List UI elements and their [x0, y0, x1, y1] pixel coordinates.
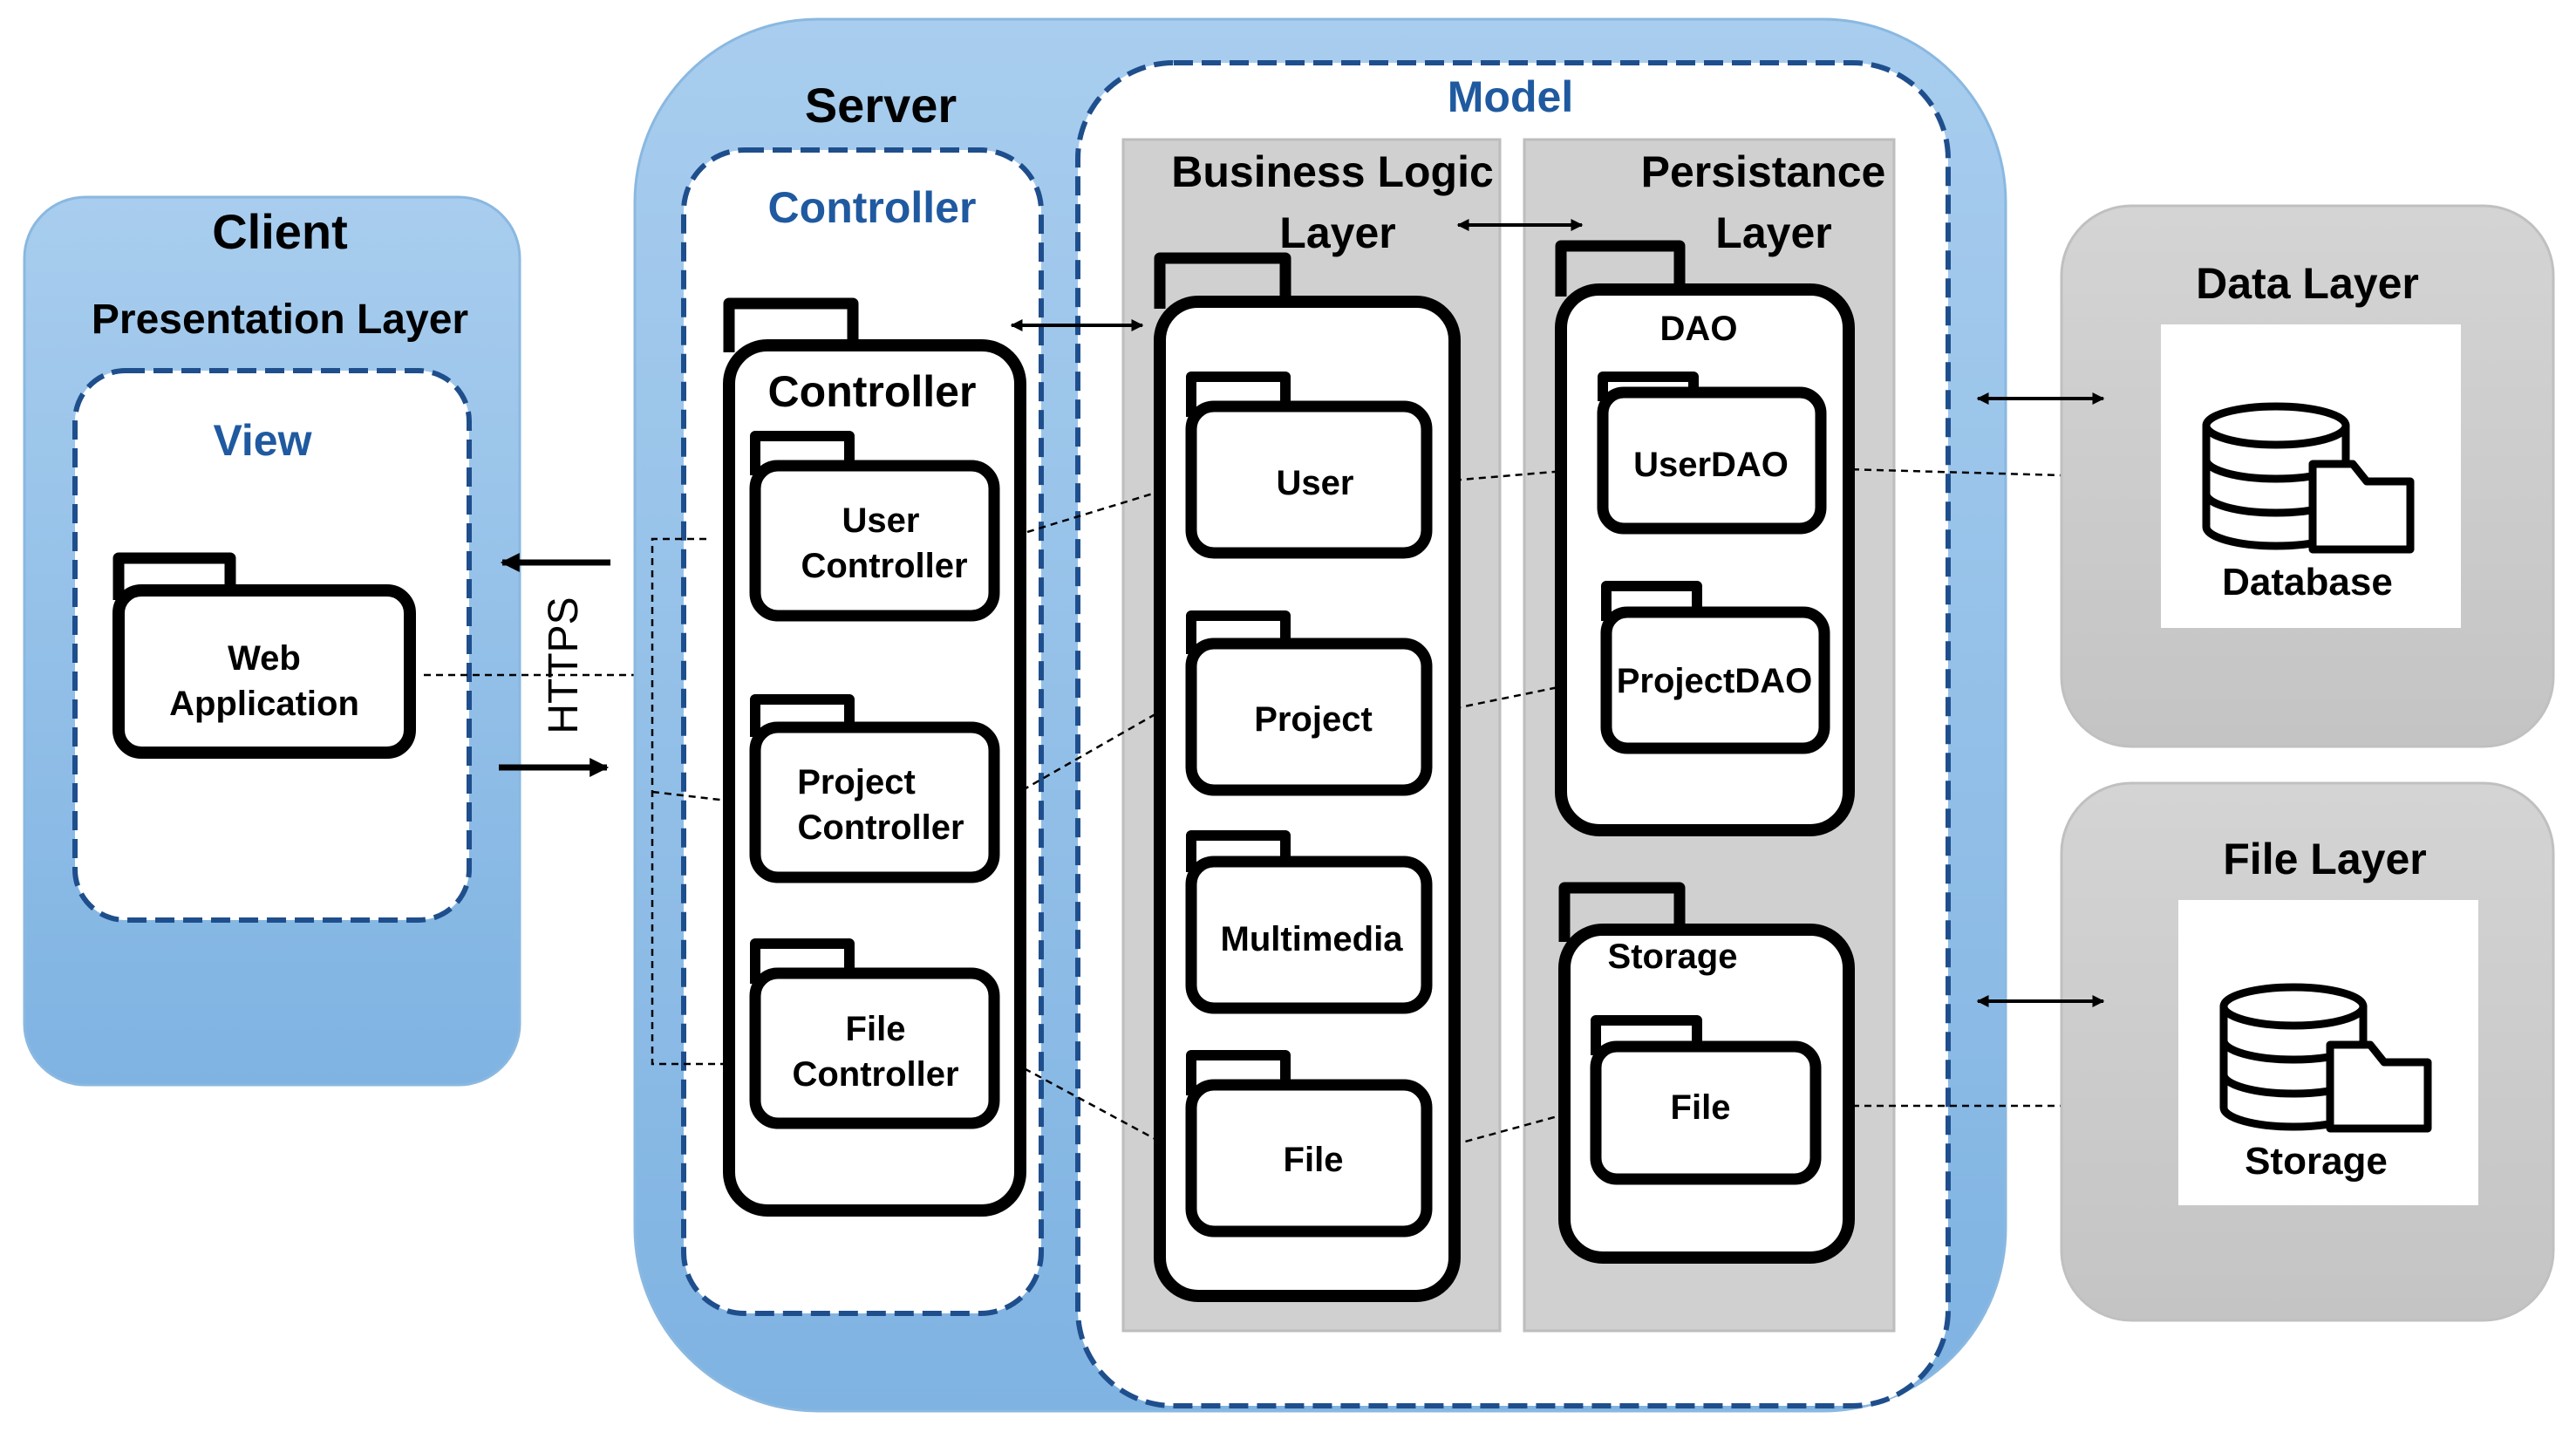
bl-file-package: File: [1185, 1050, 1433, 1238]
storage-file-label: File: [1671, 1088, 1731, 1127]
project-dao-label: ProjectDAO: [1617, 662, 1813, 700]
https-connection: HTTPS: [424, 553, 664, 777]
database-icon: [2202, 402, 2415, 554]
bl-multimedia-label: Multimedia: [1221, 920, 1404, 958]
file-layer-title: File Layer: [2223, 835, 2426, 883]
bl-user-package: User: [1185, 372, 1433, 559]
client-tier: Client Presentation Layer View Web Appli…: [23, 195, 521, 1087]
project-controller-label-2: Controller: [797, 808, 964, 847]
user-controller-label-2: Controller: [801, 547, 967, 585]
persistance-title-1: Persistance: [1641, 147, 1886, 196]
client-title: Client: [212, 204, 348, 259]
storage-icon: [2219, 983, 2432, 1133]
https-label: HTTPS: [541, 597, 587, 733]
storage-file-package: File: [1590, 1015, 1822, 1185]
file-layer: File Layer Storage: [2060, 781, 2555, 1322]
controller-group-title: Controller: [768, 183, 977, 232]
bl-project-label: Project: [1254, 700, 1373, 739]
project-dao-package: ProjectDAO: [1600, 581, 1830, 754]
bl-project-package: Project: [1185, 610, 1433, 796]
project-controller-label-1: Project: [797, 763, 916, 801]
presentation-layer-title: Presentation Layer: [92, 297, 468, 343]
data-layer: Data Layer Database: [2060, 204, 2555, 748]
project-controller-package: Project Controller: [749, 694, 1000, 883]
persistance-title-2: Layer: [1715, 208, 1831, 257]
storage-package-title: Storage: [1608, 938, 1738, 976]
web-application-label-2: Application: [169, 685, 359, 723]
user-controller-package: User Controller: [749, 431, 1000, 622]
bl-file-label: File: [1284, 1141, 1344, 1179]
bl-multimedia-package: Multimedia: [1185, 830, 1433, 1014]
web-application-package: Web Application: [112, 552, 416, 759]
controller-package-title: Controller: [768, 367, 977, 416]
data-layer-title: Data Layer: [2196, 259, 2419, 308]
user-dao-label: UserDAO: [1633, 446, 1789, 484]
file-controller-label-2: Controller: [792, 1055, 958, 1094]
dao-title: DAO: [1660, 310, 1738, 348]
business-logic-title-1: Business Logic: [1171, 147, 1494, 196]
server-title: Server: [805, 78, 957, 133]
business-logic-title-2: Layer: [1279, 208, 1395, 257]
user-controller-label-1: User: [842, 501, 920, 540]
model-title: Model: [1448, 72, 1573, 121]
view-title: View: [213, 416, 311, 465]
file-controller-label-1: File: [846, 1010, 906, 1048]
database-label: Database: [2222, 561, 2393, 603]
bl-user-label: User: [1277, 464, 1354, 502]
storage-label: Storage: [2245, 1140, 2388, 1183]
web-application-label-1: Web: [228, 639, 301, 678]
user-dao-package: UserDAO: [1597, 372, 1827, 535]
file-controller-package: File Controller: [749, 938, 1000, 1129]
server-tier: Server Controller Model Business Logic L…: [633, 17, 2062, 1413]
